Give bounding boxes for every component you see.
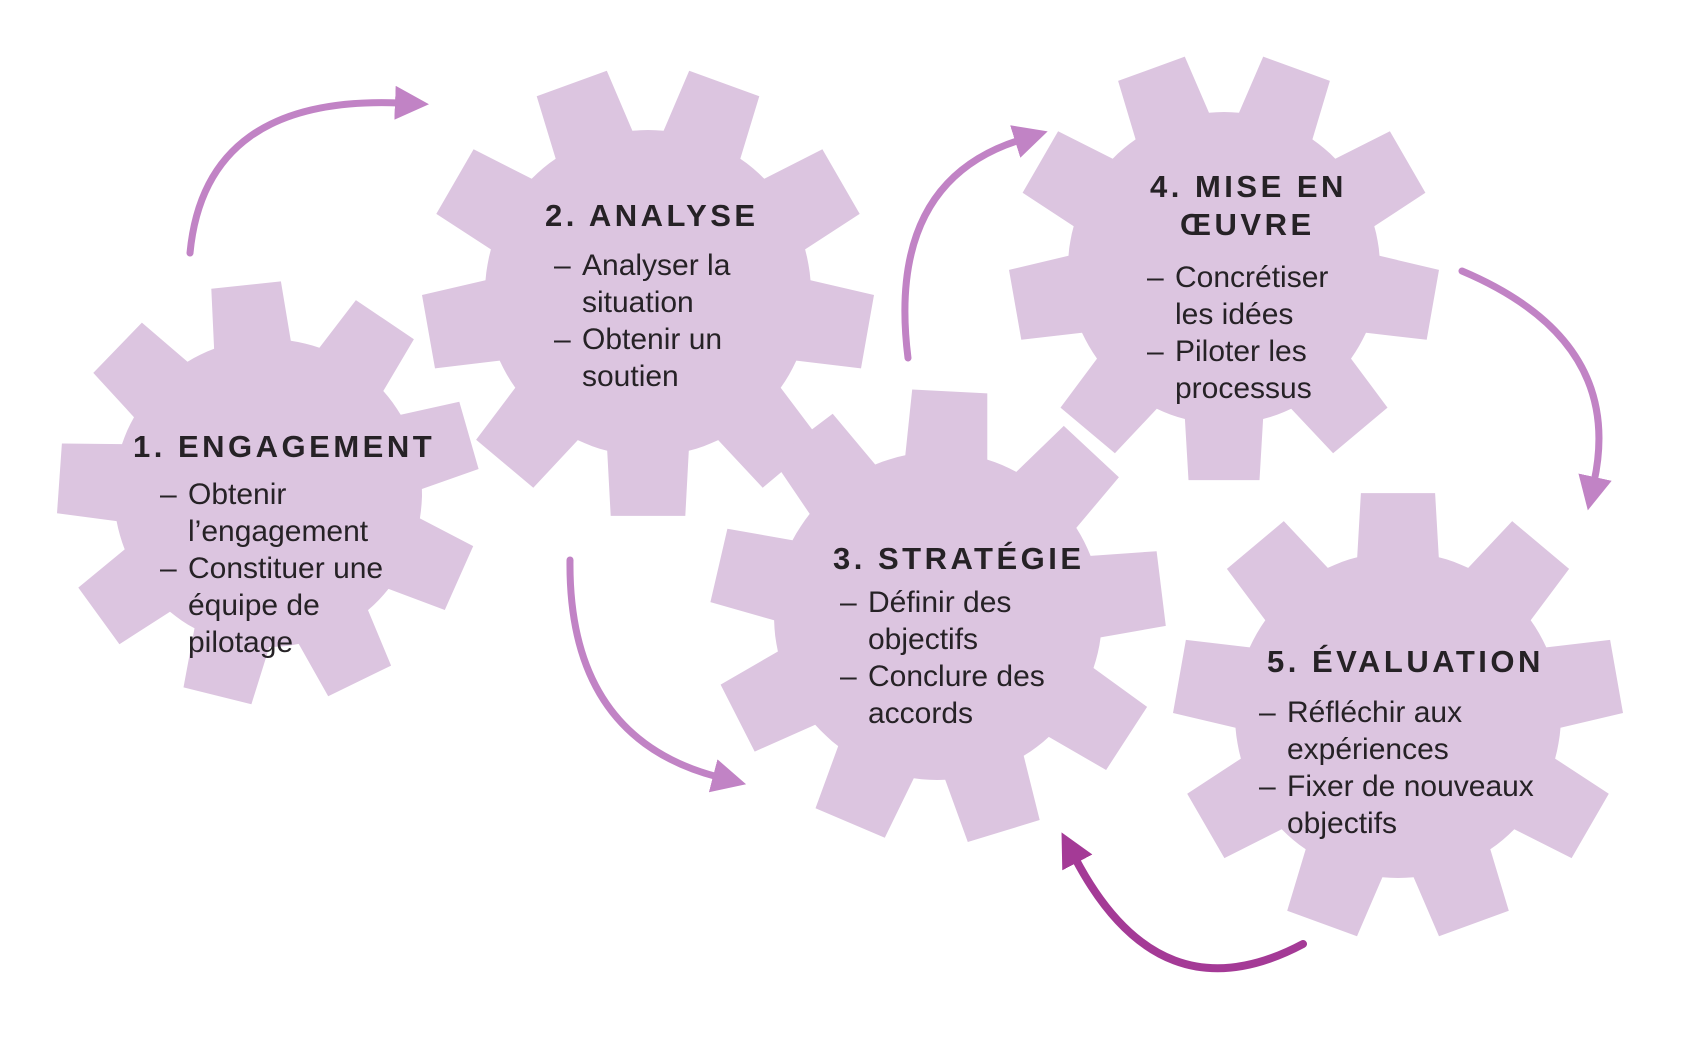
bullet-text: Concrétiser les idées (1175, 259, 1328, 333)
gear-1-title: 1. ENGAGEMENT (133, 428, 435, 466)
bullet-line: objectifs (1287, 807, 1398, 840)
bullet-line: accords (868, 697, 974, 730)
bullet-line: Analyser la (582, 249, 731, 282)
bullet-item: – Fixer de nouveaux objectifs (1259, 768, 1544, 842)
bullet-line: équipe de (188, 589, 320, 622)
bullet-line: Fixer de nouveaux (1287, 770, 1534, 803)
arrow-gear3-to-gear4 (901, 125, 1048, 362)
title-line: 5. ÉVALUATION (1267, 644, 1544, 679)
bullet-text: Réfléchir aux expériences (1287, 694, 1462, 768)
bullet-item: – Définir des objectifs (840, 584, 1085, 658)
bullet-dash: – (1147, 261, 1164, 294)
gear-3-label: 3. STRATÉGIE – Définir des objectifs – C… (833, 540, 1085, 732)
bullet-line: Piloter les (1175, 335, 1307, 368)
bullet-line: Obtenir (188, 478, 287, 511)
gear-3-title: 3. STRATÉGIE (833, 540, 1085, 578)
gear-4-bullets: – Concrétiser les idées – Piloter les pr… (1147, 259, 1347, 407)
gear-1-bullets: – Obtenir l’engagement – Constituer une … (160, 476, 435, 661)
bullet-text: Obtenir l’engagement (188, 476, 368, 550)
gear-5-bullets: – Réfléchir aux expériences – Fixer de n… (1259, 694, 1544, 842)
bullet-line: Définir des (868, 586, 1012, 619)
bullet-line: Réfléchir aux (1287, 696, 1463, 729)
arrow-gear2-to-gear3 (566, 556, 747, 793)
bullet-line: objectifs (868, 623, 979, 656)
gear-5-label: 5. ÉVALUATION – Réfléchir aux expérience… (1259, 643, 1544, 842)
bullet-item: – Piloter les processus (1147, 333, 1347, 407)
bullet-line: Concrétiser (1175, 261, 1329, 294)
arrow-gear4-to-gear5 (1458, 267, 1612, 511)
bullet-line: soutien (582, 360, 679, 393)
gear-3-bullets: – Définir des objectifs – Conclure des a… (840, 584, 1085, 732)
bullet-text: Définir des objectifs (868, 584, 1011, 658)
gear-5-shape (1173, 493, 1623, 937)
bullet-line: les idées (1175, 298, 1294, 331)
gear-3-shape (710, 389, 1166, 842)
bullet-text: Analyser la situation (582, 247, 730, 321)
bullet-text: Constituer une équipe de pilotage (188, 550, 383, 661)
bullet-line: expériences (1287, 733, 1449, 766)
gear-4-shape (1009, 56, 1439, 481)
gear-4-label: 4. MISE EN ŒUVRE – Concrétiser les idées… (1147, 168, 1347, 407)
gear-2-title: 2. ANALYSE (545, 197, 759, 235)
title-line: 3. STRATÉGIE (833, 541, 1085, 576)
title-line: 2. ANALYSE (545, 198, 759, 233)
bullet-item: – Réfléchir aux expériences (1259, 694, 1544, 768)
bullet-dash: – (1259, 696, 1276, 729)
bullet-text: Obtenir un soutien (582, 321, 722, 395)
gear-5-title: 5. ÉVALUATION (1267, 643, 1544, 681)
bullet-line: Conclure des (868, 660, 1045, 693)
bullet-line: processus (1175, 372, 1312, 405)
gear-1-label: 1. ENGAGEMENT – Obtenir l’engagement – C… (133, 428, 435, 661)
gear-2-label: 2. ANALYSE – Analyser la situation – Obt… (545, 197, 759, 395)
bullet-item: – Obtenir l’engagement (160, 476, 435, 550)
bullet-line: pilotage (188, 626, 294, 659)
bullet-item: – Conclure des accords (840, 658, 1085, 732)
arrow-gear5-to-gear3 (1061, 832, 1307, 973)
bullet-line: situation (582, 286, 694, 319)
bullet-text: Fixer de nouveaux objectifs (1287, 768, 1534, 842)
bullet-dash: – (1259, 770, 1276, 803)
title-line: ŒUVRE (1180, 207, 1315, 242)
bullet-dash: – (840, 660, 857, 693)
bullet-item: – Concrétiser les idées (1147, 259, 1347, 333)
arrow-gear1-to-gear2 (186, 85, 429, 257)
bullet-line: Obtenir un (582, 323, 723, 356)
gear-2-shape (422, 70, 874, 516)
title-line: 1. ENGAGEMENT (133, 429, 436, 464)
bullet-item: – Analyser la situation (554, 247, 759, 321)
title-line: 4. MISE EN (1150, 169, 1347, 204)
bullet-text: Piloter les processus (1175, 333, 1312, 407)
bullet-item: – Obtenir un soutien (554, 321, 759, 395)
bullet-dash: – (160, 552, 177, 585)
gear-1-shape (57, 281, 479, 705)
bullet-dash: – (840, 586, 857, 619)
bullet-line: Constituer une (188, 552, 384, 585)
bullet-dash: – (554, 323, 571, 356)
bullet-dash: – (554, 249, 571, 282)
bullet-line: l’engagement (188, 515, 369, 548)
bullet-text: Conclure des accords (868, 658, 1045, 732)
gear-2-bullets: – Analyser la situation – Obtenir un sou… (554, 247, 759, 395)
bullet-item: – Constituer une équipe de pilotage (160, 550, 435, 661)
gear-4-title: 4. MISE EN ŒUVRE (1150, 168, 1347, 244)
bullet-dash: – (1147, 335, 1164, 368)
bullet-dash: – (160, 478, 177, 511)
